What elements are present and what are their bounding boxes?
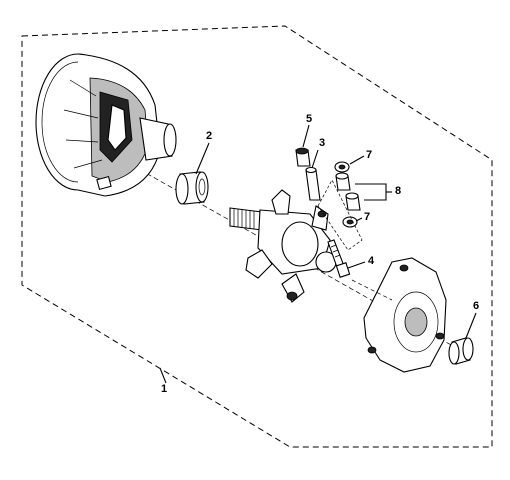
callout-4: 4	[368, 255, 375, 267]
pin-part-3	[305, 149, 321, 201]
callout-2: 2	[206, 130, 213, 142]
bearing-part-6	[448, 312, 477, 365]
callout-7-upper: 7	[366, 149, 373, 161]
callout-6: 6	[473, 300, 480, 312]
callout-3: 3	[319, 137, 326, 149]
spider-hub	[229, 189, 337, 303]
bolt-part-4	[327, 239, 366, 278]
callout-5: 5	[306, 113, 313, 125]
leader-1	[159, 367, 167, 384]
callout-8: 8	[395, 185, 402, 197]
assembly-boundary	[21, 25, 493, 448]
callout-7-lower: 7	[364, 211, 371, 223]
clutch-sheave	[35, 53, 177, 197]
washer-stack	[317, 155, 392, 251]
nut-part-5	[295, 124, 311, 167]
cover-plate	[351, 257, 447, 373]
callout-1: 1	[161, 383, 168, 395]
bushing-part-2	[175, 171, 209, 205]
leader-2	[195, 142, 210, 175]
